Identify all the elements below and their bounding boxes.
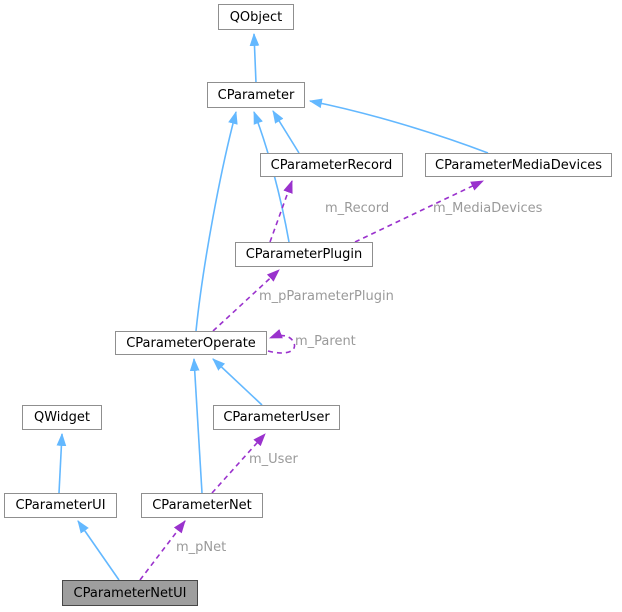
class-node-cparameternetui-current: CParameterNetUI xyxy=(62,580,198,606)
class-node-cparameter[interactable]: CParameter xyxy=(207,82,305,108)
edge-label-m-pnet: m_pNet xyxy=(176,540,227,555)
class-node-cparameterui[interactable]: CParameterUI xyxy=(4,493,117,518)
edge-label-m-user: m_User xyxy=(249,452,298,467)
edge-net-operate xyxy=(189,357,203,494)
edge-operate-cparameter xyxy=(195,110,238,332)
class-node-qwidget[interactable]: QWidget xyxy=(22,405,102,430)
class-node-cparameteruser[interactable]: CParameterUser xyxy=(213,405,340,430)
edge-record-cparameter xyxy=(272,110,300,154)
class-node-cparameterrecord[interactable]: CParameterRecord xyxy=(260,153,403,177)
edge-mediadevices-cparameter xyxy=(308,98,489,154)
class-node-cparameterplugin[interactable]: CParameterPlugin xyxy=(235,242,373,267)
edge-operate-self-m-parent xyxy=(267,329,296,354)
class-node-qobject[interactable]: QObject xyxy=(218,4,294,30)
edge-netui-ui xyxy=(77,520,120,581)
edge-label-m-pparameterplugin: m_pParameterPlugin xyxy=(259,289,394,304)
edge-ui-qwidget xyxy=(56,432,67,494)
edge-label-m-parent: m_Parent xyxy=(295,334,356,349)
class-node-cparameternet[interactable]: CParameterNet xyxy=(141,493,263,518)
edge-label-m-record: m_Record xyxy=(325,201,390,216)
edge-cparameter-qobject xyxy=(249,32,260,84)
edge-label-m-mediadevices: m_MediaDevices xyxy=(433,201,543,216)
class-node-cparametermediadevices[interactable]: CParameterMediaDevices xyxy=(425,153,612,177)
edge-user-operate xyxy=(212,358,263,406)
edge-plugin-record-m-record xyxy=(269,179,293,243)
edge-plugin-cparameter xyxy=(253,110,290,243)
class-node-cparameteroperate[interactable]: CParameterOperate xyxy=(115,331,267,355)
